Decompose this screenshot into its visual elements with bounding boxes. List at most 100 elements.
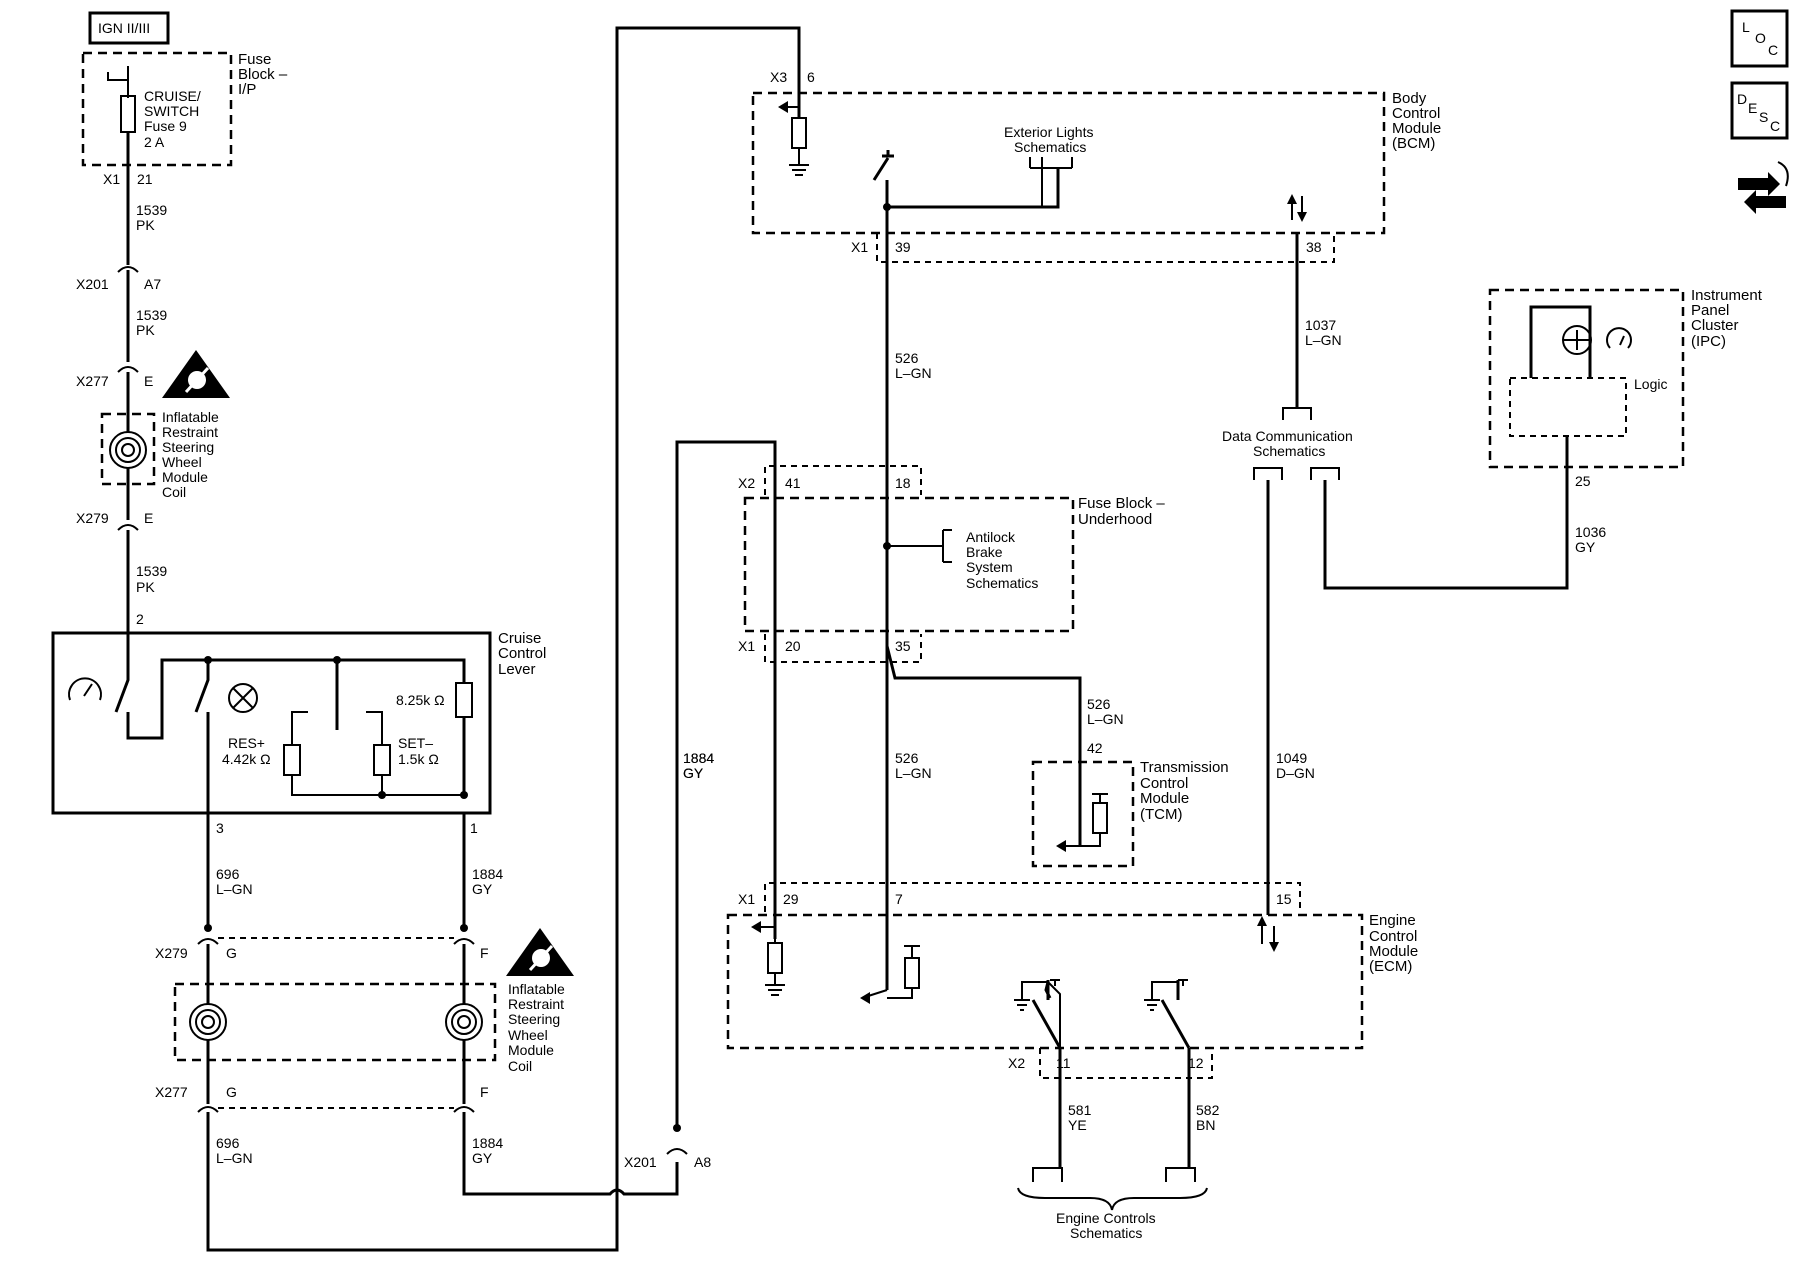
- ign-label: IGN II/III: [98, 20, 150, 36]
- svg-text:Fuse Block –: Fuse Block –: [1078, 495, 1165, 512]
- svg-text:A7: A7: [144, 276, 161, 292]
- svg-text:X279: X279: [76, 510, 109, 526]
- svg-text:526: 526: [895, 750, 919, 766]
- instrument-panel-cluster: Instrument Panel Cluster (IPC) Logic 25: [1488, 287, 1763, 489]
- svg-text:Exterior Lights: Exterior Lights: [1004, 124, 1093, 140]
- svg-text:(BCM): (BCM): [1392, 135, 1435, 152]
- svg-text:Control: Control: [1140, 775, 1188, 792]
- svg-text:CRUISE/: CRUISE/: [144, 88, 201, 104]
- svg-text:C: C: [1770, 118, 1780, 134]
- svg-text:1049: 1049: [1276, 750, 1307, 766]
- transmission-control-module: 42 Transmission Control Module (TCM): [1031, 740, 1229, 868]
- svg-text:Coil: Coil: [162, 484, 186, 500]
- connector-x201-a7: [117, 266, 139, 273]
- ign-box: [88, 11, 170, 45]
- svg-text:SWITCH: SWITCH: [144, 103, 199, 119]
- svg-text:8.25k Ω: 8.25k Ω: [396, 692, 445, 708]
- svg-text:L–GN: L–GN: [895, 365, 932, 381]
- cruise-control-lever: 2 Cruise Control Lever 8.25k Ω RES+ 4.42…: [51, 611, 546, 815]
- svg-text:(IPC): (IPC): [1691, 333, 1726, 350]
- svg-text:Engine: Engine: [1369, 912, 1416, 929]
- svg-text:O: O: [1755, 30, 1766, 46]
- svg-text:Restraint: Restraint: [162, 424, 218, 440]
- engine-controls-schematics: Engine Controls Schematics: [1017, 1187, 1208, 1241]
- svg-text:X279: X279: [155, 945, 188, 961]
- svg-text:X277: X277: [155, 1084, 188, 1100]
- fuse-block-underhood: X2 41 18 Fuse Block – Underhood Antilock…: [738, 465, 1165, 663]
- svg-text:25: 25: [1575, 473, 1591, 489]
- svg-text:35: 35: [895, 638, 911, 654]
- svg-text:Steering: Steering: [508, 1011, 560, 1027]
- svg-text:S: S: [1759, 109, 1768, 125]
- loc-icon[interactable]: L O C: [1730, 9, 1789, 68]
- svg-text:526: 526: [895, 350, 919, 366]
- svg-text:42: 42: [1087, 740, 1103, 756]
- svg-text:YE: YE: [1068, 1117, 1087, 1133]
- connector-pinout-icon[interactable]: [1738, 161, 1789, 214]
- svg-text:7: 7: [895, 891, 903, 907]
- svg-text:582: 582: [1196, 1102, 1220, 1118]
- resistor-set: [373, 744, 391, 776]
- svg-text:(ECM): (ECM): [1369, 958, 1412, 975]
- svg-text:L–GN: L–GN: [895, 765, 932, 781]
- svg-text:(TCM): (TCM): [1140, 806, 1182, 823]
- connector-x279-f: [453, 938, 475, 945]
- fuse-icon: [120, 95, 136, 133]
- svg-text:1539: 1539: [136, 563, 167, 579]
- svg-text:GY: GY: [683, 765, 704, 781]
- svg-text:29: 29: [783, 891, 799, 907]
- svg-text:1037: 1037: [1305, 317, 1336, 333]
- data-communication: Data Communication Schematics: [1222, 428, 1353, 480]
- speedometer-icon: [68, 677, 102, 701]
- svg-text:L: L: [1742, 19, 1750, 35]
- svg-text:Underhood: Underhood: [1078, 511, 1152, 528]
- svg-text:6: 6: [807, 69, 815, 85]
- svg-text:21: 21: [137, 171, 153, 187]
- svg-text:Module: Module: [1140, 790, 1189, 807]
- svg-text:Antilock: Antilock: [966, 529, 1016, 545]
- svg-text:11: 11: [1056, 1055, 1071, 1071]
- airbag-warning-icon: [162, 350, 230, 398]
- svg-text:696: 696: [216, 866, 240, 882]
- svg-text:A8: A8: [694, 1154, 711, 1170]
- svg-text:C: C: [1768, 42, 1778, 58]
- svg-text:X1: X1: [738, 638, 755, 654]
- svg-text:G: G: [226, 1084, 237, 1100]
- svg-text:18: 18: [895, 475, 911, 491]
- svg-text:1884: 1884: [683, 750, 714, 766]
- svg-text:SET–: SET–: [398, 735, 433, 751]
- connector-x277-f: [453, 1106, 475, 1113]
- svg-text:X201: X201: [76, 276, 109, 292]
- svg-text:E: E: [1748, 100, 1757, 116]
- connector-x277-g: [197, 1106, 219, 1113]
- svg-text:1539: 1539: [136, 307, 167, 323]
- svg-text:Wheel: Wheel: [508, 1027, 548, 1043]
- svg-text:E: E: [144, 510, 153, 526]
- svg-text:Coil: Coil: [508, 1058, 532, 1074]
- svg-text:System: System: [966, 559, 1013, 575]
- svg-text:696: 696: [216, 1135, 240, 1151]
- svg-text:Body: Body: [1392, 90, 1427, 107]
- svg-text:F: F: [480, 945, 489, 961]
- svg-text:X2: X2: [738, 475, 755, 491]
- svg-text:Block –: Block –: [238, 66, 288, 83]
- svg-text:GY: GY: [472, 881, 493, 897]
- airbag-warning-icon-lower: [506, 928, 574, 976]
- svg-text:X1: X1: [103, 171, 120, 187]
- svg-text:1884: 1884: [472, 866, 503, 882]
- svg-text:Fuse 9: Fuse 9: [144, 118, 187, 134]
- svg-text:Schematics: Schematics: [1014, 139, 1086, 155]
- svg-text:Schematics: Schematics: [966, 575, 1038, 591]
- desc-icon[interactable]: D E S C: [1730, 81, 1789, 140]
- svg-text:20: 20: [785, 638, 801, 654]
- engine-control-module: X1 29 7 15 Engine Control Module (ECM) X…: [726, 882, 1418, 1079]
- svg-text:X2: X2: [1008, 1055, 1025, 1071]
- svg-text:GY: GY: [472, 1150, 493, 1166]
- svg-text:Lever: Lever: [498, 661, 536, 678]
- resistor-8-25k: [455, 682, 473, 718]
- cruise-indicator-icon: [1606, 327, 1632, 349]
- coil-bottom: Inflatable Restraint Steering Wheel Modu…: [173, 981, 565, 1074]
- svg-text:GY: GY: [1575, 539, 1596, 555]
- svg-text:1884: 1884: [683, 750, 714, 766]
- svg-text:Panel: Panel: [1691, 302, 1729, 319]
